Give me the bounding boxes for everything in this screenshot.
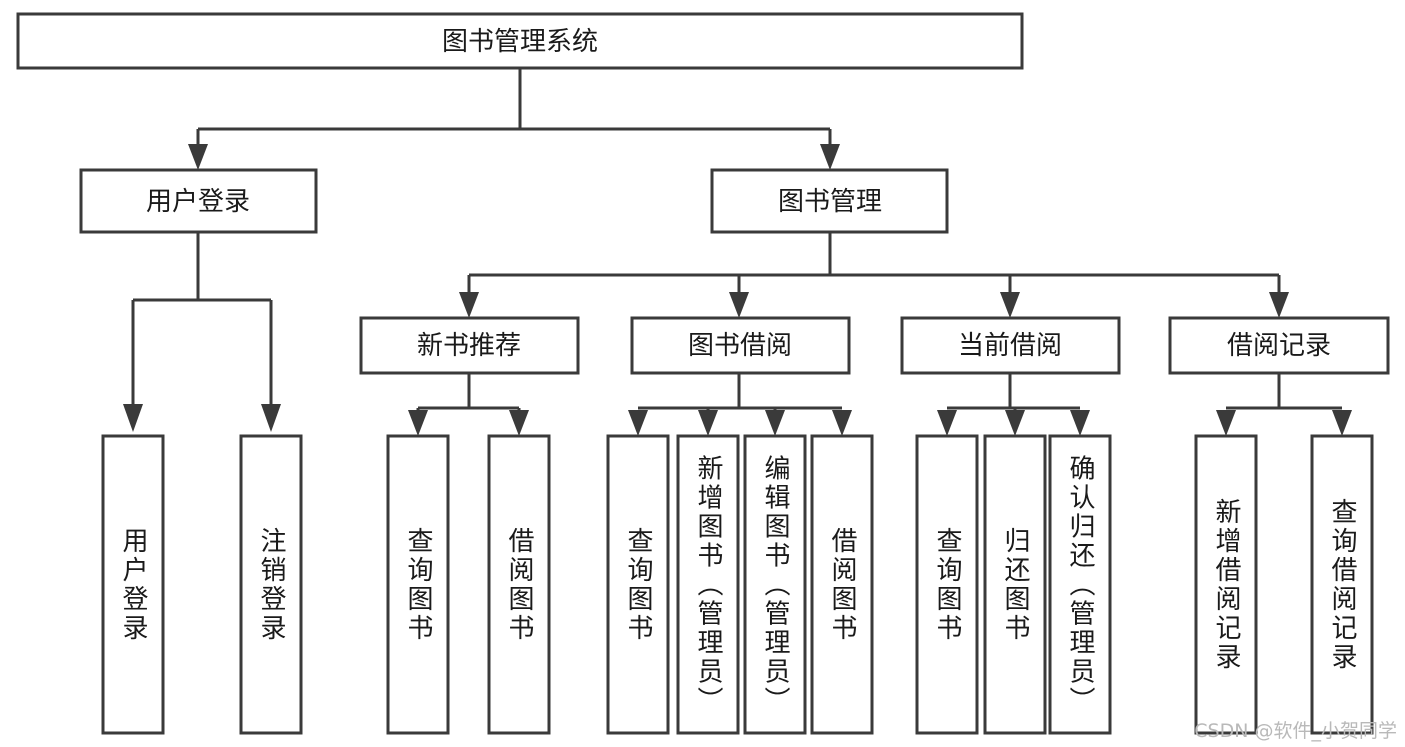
node-book-management-box[interactable]: [710, 168, 949, 234]
arrow-userlogin-leaf-1: [123, 404, 143, 432]
edges-group: [123, 68, 1352, 436]
leaf-current-2[interactable]: 归还图书: [983, 434, 1047, 735]
leaf-record-1-label: 新增借阅记录: [1211, 498, 1241, 672]
node-user-login[interactable]: 用户登录: [79, 168, 318, 234]
node-user-login-label: 用户登录: [146, 187, 250, 217]
arrow-bookmgmt-to-record: [1269, 292, 1289, 318]
node-root-label: 图书管理系统: [442, 27, 598, 57]
arrow-borrow-leaf-1: [628, 410, 648, 436]
leaf-current-1-box[interactable]: [915, 434, 979, 735]
leaf-new-book-1-box[interactable]: [386, 434, 450, 735]
leaf-user-login-2[interactable]: 注销登录: [239, 434, 303, 735]
node-book-borrow[interactable]: 图书借阅: [630, 316, 851, 375]
arrow-borrow-leaf-3: [765, 410, 785, 436]
leaf-user-login-2-label: 注销登录: [256, 527, 286, 643]
leaf-borrow-3[interactable]: 编辑图书（管理员）: [743, 434, 807, 735]
arrow-current-leaf-2: [1005, 410, 1025, 436]
leaf-current-3-label: 确认归还（管理员）: [1065, 454, 1095, 715]
node-root[interactable]: 图书管理系统: [16, 12, 1024, 70]
node-book-borrow-box[interactable]: [630, 316, 851, 375]
leaf-borrow-1[interactable]: 查询图书: [606, 434, 670, 735]
leaf-record-2-label: 查询借阅记录: [1327, 498, 1357, 672]
leaf-record-2[interactable]: 查询借阅记录: [1310, 434, 1374, 735]
arrow-record-leaf-1: [1216, 410, 1236, 436]
leaf-user-login-1-label: 用户登录: [118, 527, 148, 643]
leaf-new-book-2-box[interactable]: [487, 434, 551, 735]
leaf-current-2-label: 归还图书: [1000, 527, 1030, 643]
leaf-borrow-4-box[interactable]: [810, 434, 874, 735]
node-book-borrow-label: 图书借阅: [688, 331, 792, 361]
node-borrow-record-box[interactable]: [1168, 316, 1390, 375]
leaf-current-1-label: 查询图书: [932, 527, 962, 643]
leaf-borrow-3-box[interactable]: [743, 434, 807, 735]
leaf-user-login-2-box[interactable]: [239, 434, 303, 735]
leaf-borrow-4[interactable]: 借阅图书: [810, 434, 874, 735]
node-current-borrow[interactable]: 当前借阅: [900, 316, 1121, 375]
leaf-record-2-box[interactable]: [1310, 434, 1374, 735]
arrow-userlogin-leaf-2: [261, 404, 281, 432]
arrow-bookmgmt-to-borrow: [729, 292, 749, 318]
arrow-bookmgmt-to-new-book: [459, 292, 479, 318]
leaf-borrow-1-label: 查询图书: [623, 527, 653, 643]
leaf-current-1[interactable]: 查询图书: [915, 434, 979, 735]
arrow-current-leaf-3: [1070, 410, 1090, 436]
leaf-borrow-1-box[interactable]: [606, 434, 670, 735]
arrow-root-to-user-login: [188, 144, 208, 170]
arrow-current-leaf-1: [937, 410, 957, 436]
arrow-borrow-leaf-2: [698, 410, 718, 436]
leaf-new-book-1[interactable]: 查询图书: [386, 434, 450, 735]
arrow-newbook-leaf-1: [408, 410, 428, 436]
leaf-current-3-box[interactable]: [1048, 434, 1112, 735]
leaf-user-login-1-box[interactable]: [101, 434, 165, 735]
node-new-book-recommend-box[interactable]: [359, 316, 580, 375]
leaf-new-book-1-label: 查询图书: [403, 527, 433, 643]
node-current-borrow-box[interactable]: [900, 316, 1121, 375]
node-book-management[interactable]: 图书管理: [710, 168, 949, 234]
node-borrow-record-label: 借阅记录: [1227, 331, 1331, 361]
node-book-management-label: 图书管理: [778, 187, 882, 217]
leaf-record-1-box[interactable]: [1194, 434, 1258, 735]
node-user-login-box[interactable]: [79, 168, 318, 234]
leaf-borrow-2-label: 新增图书（管理员）: [693, 454, 723, 715]
arrow-borrow-leaf-4: [832, 410, 852, 436]
leaf-borrow-3-label: 编辑图书（管理员）: [760, 454, 790, 715]
leaf-current-2-box[interactable]: [983, 434, 1047, 735]
leaf-borrow-4-label: 借阅图书: [827, 527, 857, 643]
node-new-book-recommend-label: 新书推荐: [417, 331, 521, 361]
arrow-root-to-book-mgmt: [820, 144, 840, 170]
node-root-box[interactable]: [16, 12, 1024, 70]
arrow-record-leaf-2: [1332, 410, 1352, 436]
node-new-book-recommend[interactable]: 新书推荐: [359, 316, 580, 375]
leaf-borrow-2[interactable]: 新增图书（管理员）: [676, 434, 740, 735]
leaf-new-book-2-label: 借阅图书: [504, 527, 534, 643]
node-current-borrow-label: 当前借阅: [958, 331, 1062, 361]
arrow-newbook-leaf-2: [509, 410, 529, 436]
leaf-user-login-1[interactable]: 用户登录: [101, 434, 165, 735]
leaf-borrow-2-box[interactable]: [676, 434, 740, 735]
leaf-record-1[interactable]: 新增借阅记录: [1194, 434, 1258, 735]
node-borrow-record[interactable]: 借阅记录: [1168, 316, 1390, 375]
arrow-bookmgmt-to-current: [1000, 292, 1020, 318]
watermark: CSDN @软件_小贺同学: [1194, 720, 1397, 742]
leaf-current-3[interactable]: 确认归还（管理员）: [1048, 434, 1112, 735]
leaf-new-book-2[interactable]: 借阅图书: [487, 434, 551, 735]
